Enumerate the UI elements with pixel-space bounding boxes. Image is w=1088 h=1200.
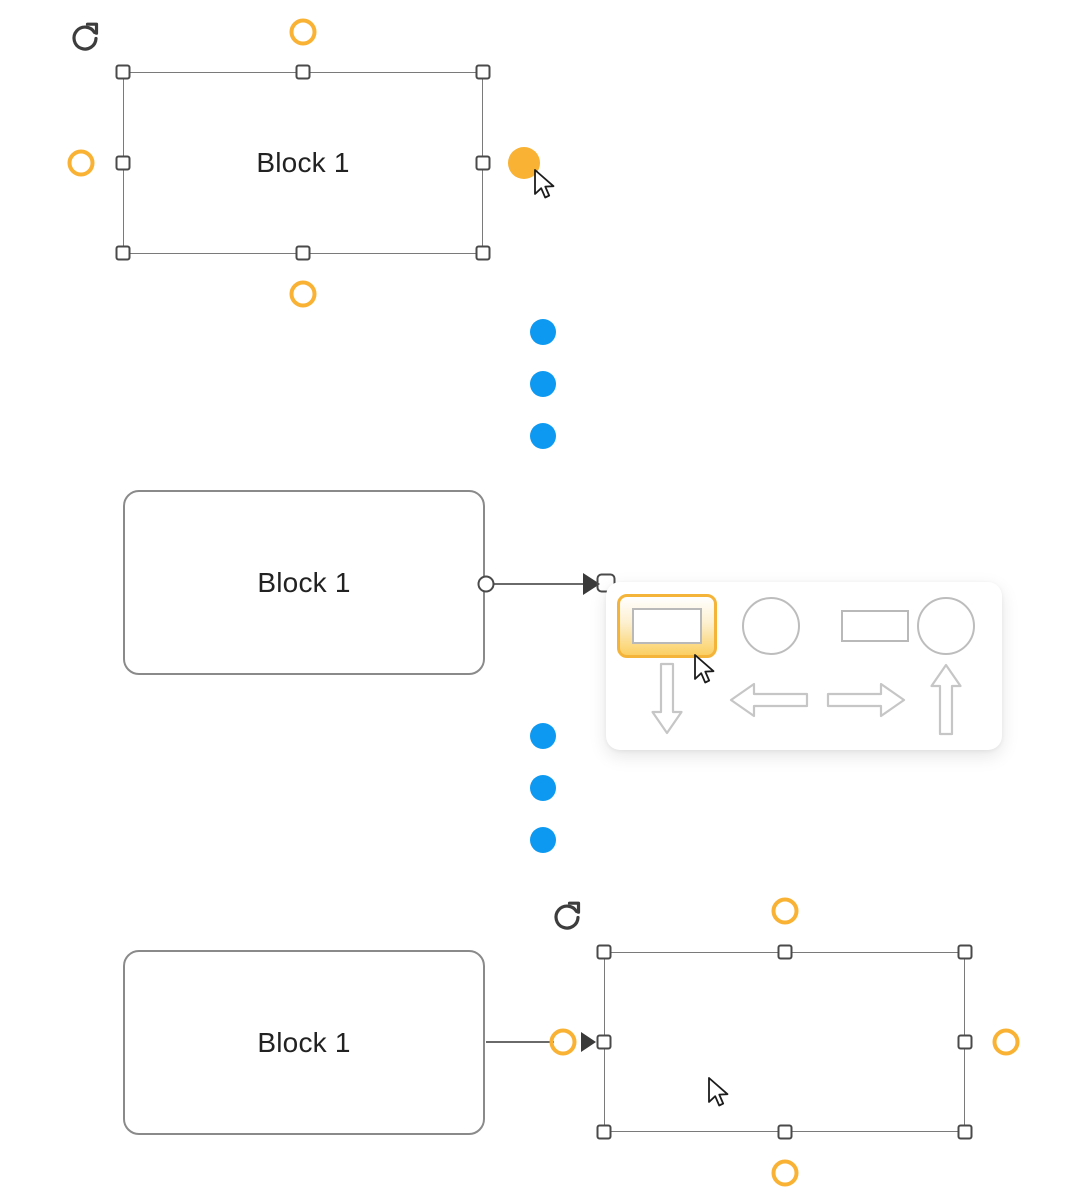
resize-handle-n-2[interactable] — [777, 944, 793, 960]
shape-option-circle-2[interactable] — [896, 594, 996, 658]
resize-handle-e-2[interactable] — [957, 1034, 973, 1050]
shape-option-arrow-left[interactable] — [714, 672, 824, 728]
shape-option-rectangle-wide[interactable] — [825, 594, 925, 658]
resize-handle-s[interactable] — [295, 245, 311, 261]
arrow-down-icon — [651, 662, 683, 735]
connection-port-left[interactable] — [67, 149, 95, 177]
shape-picker-popup[interactable] — [606, 582, 1002, 750]
block-1-rounded[interactable]: Block 1 — [123, 490, 485, 675]
resize-handle-se[interactable] — [475, 245, 491, 261]
connection-port-top[interactable] — [289, 18, 317, 46]
rectangle-icon — [841, 610, 909, 642]
resize-handle-w-2[interactable] — [596, 1034, 612, 1050]
ellipsis-dot — [530, 827, 556, 853]
connector-line-2[interactable] — [486, 1041, 554, 1043]
resize-handle-e[interactable] — [475, 155, 491, 171]
ellipsis-dot — [530, 775, 556, 801]
shape-option-rectangle[interactable] — [617, 594, 717, 658]
resize-handle-sw[interactable] — [115, 245, 131, 261]
mouse-cursor-2 — [692, 653, 718, 687]
block-label: Block 1 — [257, 1026, 351, 1058]
rectangle-icon — [632, 608, 702, 644]
block-1-body[interactable]: Block 1 — [123, 72, 483, 254]
selection-frame — [123, 72, 483, 254]
connector-source-ring[interactable] — [549, 1028, 577, 1056]
resize-handle-s-2[interactable] — [777, 1124, 793, 1140]
connector-source-port[interactable] — [477, 575, 495, 593]
resize-handle-ne[interactable] — [475, 64, 491, 80]
arrow-left-icon — [729, 682, 809, 718]
block-label: Block 1 — [256, 147, 350, 178]
connector-line[interactable] — [487, 583, 583, 585]
connection-port-bottom[interactable] — [289, 280, 317, 308]
connection-port-top-2[interactable] — [771, 897, 799, 925]
arrow-up-icon — [930, 663, 962, 736]
ellipsis-dot — [530, 319, 556, 345]
rotate-clockwise-icon[interactable] — [69, 21, 103, 55]
block-1-rounded-2[interactable]: Block 1 — [123, 950, 485, 1135]
resize-handle-se-2[interactable] — [957, 1124, 973, 1140]
resize-handle-sw-2[interactable] — [596, 1124, 612, 1140]
connection-port-right-2[interactable] — [992, 1028, 1020, 1056]
mouse-cursor-1 — [532, 168, 558, 202]
resize-handle-nw[interactable] — [115, 64, 131, 80]
selection-frame-2 — [604, 952, 965, 1132]
block-label: Block 1 — [257, 566, 351, 598]
rotate-clockwise-icon-2[interactable] — [551, 900, 585, 934]
mouse-cursor-3 — [706, 1076, 732, 1110]
connection-port-bottom-2[interactable] — [771, 1159, 799, 1187]
shape-option-arrow-up[interactable] — [896, 660, 996, 738]
ellipsis-dot — [530, 371, 556, 397]
resize-handle-ne-2[interactable] — [957, 944, 973, 960]
circle-icon — [742, 597, 800, 655]
resize-handle-n[interactable] — [295, 64, 311, 80]
resize-handle-w[interactable] — [115, 155, 131, 171]
ellipsis-dot — [530, 423, 556, 449]
resize-handle-nw-2[interactable] — [596, 944, 612, 960]
connector-arrowhead-icon — [583, 573, 600, 595]
ellipsis-dot — [530, 723, 556, 749]
shape-option-circle[interactable] — [721, 594, 821, 658]
circle-icon — [917, 597, 975, 655]
shape-option-arrow-right[interactable] — [811, 672, 921, 728]
connector-arrowhead-icon-2 — [581, 1032, 596, 1052]
arrow-right-icon — [826, 682, 906, 718]
shape-option-arrow-down[interactable] — [617, 660, 717, 738]
